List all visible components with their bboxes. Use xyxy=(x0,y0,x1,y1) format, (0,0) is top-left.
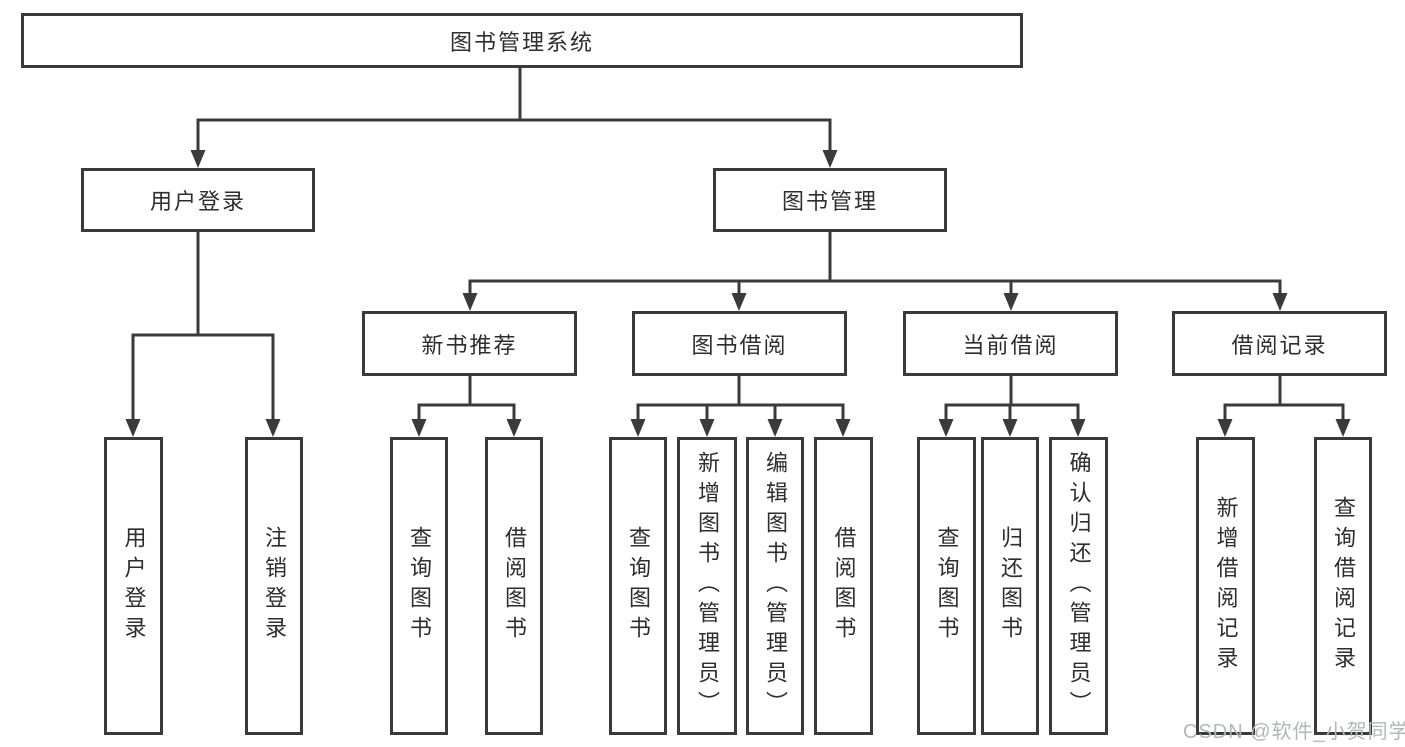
node-borrow-record: 借阅记录 xyxy=(1172,311,1387,376)
node-user-login-label: 用户登录 xyxy=(149,189,246,214)
node-borrow-record-label: 借阅记录 xyxy=(1231,332,1328,358)
node-current-borrow: 当前借阅 xyxy=(903,311,1118,376)
leaf-bb-query-book: 查询图书 xyxy=(609,437,667,735)
leaf-bb-borrow-book-label: 借阅图书 xyxy=(831,526,857,646)
leaf-br-add-record-label: 新增借阅记录 xyxy=(1213,496,1239,676)
node-new-book-recommend: 新书推荐 xyxy=(362,311,577,376)
leaf-bb-add-book-admin-label: 新增图书（管理员） xyxy=(695,451,720,721)
leaf-bb-borrow-book: 借阅图书 xyxy=(814,437,873,735)
leaf-cb-query-book: 查询图书 xyxy=(917,437,976,735)
leaf-nb-borrow-book: 借阅图书 xyxy=(485,437,543,735)
leaf-br-query-record: 查询借阅记录 xyxy=(1314,437,1372,735)
leaf-nb-query-book: 查询图书 xyxy=(390,437,448,735)
leaf-bb-add-book-admin: 新增图书（管理员） xyxy=(677,437,737,735)
leaf-cb-confirm-return-admin: 确认归还（管理员） xyxy=(1049,437,1108,735)
leaf-bb-edit-book-admin-label: 编辑图书（管理员） xyxy=(763,451,788,721)
leaf-logout: 注销登录 xyxy=(245,437,303,735)
leaf-nb-query-book-label: 查询图书 xyxy=(407,526,432,646)
node-user-login: 用户登录 xyxy=(81,168,315,232)
leaf-user-login-label: 用户登录 xyxy=(121,526,147,646)
node-book-management: 图书管理 xyxy=(713,168,947,232)
watermark-text: CSDN @软件_小贺同学 xyxy=(1183,721,1405,743)
node-new-book-recommend-label: 新书推荐 xyxy=(421,332,518,358)
leaf-cb-query-book-label: 查询图书 xyxy=(934,526,960,646)
leaf-br-query-record-label: 查询借阅记录 xyxy=(1331,496,1356,676)
node-book-borrow: 图书借阅 xyxy=(632,311,847,376)
leaf-cb-return-book: 归还图书 xyxy=(981,437,1039,735)
leaf-bb-edit-book-admin: 编辑图书（管理员） xyxy=(746,437,804,735)
leaf-cb-confirm-return-admin-label: 确认归还（管理员） xyxy=(1066,451,1092,721)
node-book-borrow-label: 图书借阅 xyxy=(691,332,788,358)
leaf-br-add-record: 新增借阅记录 xyxy=(1196,437,1255,735)
leaf-user-login: 用户登录 xyxy=(104,437,163,735)
node-current-borrow-label: 当前借阅 xyxy=(962,332,1059,358)
node-book-management-label: 图书管理 xyxy=(781,189,878,214)
leaf-bb-query-book-label: 查询图书 xyxy=(626,526,651,646)
leaf-cb-return-book-label: 归还图书 xyxy=(998,526,1023,646)
leaf-logout-label: 注销登录 xyxy=(262,526,287,646)
leaf-nb-borrow-book-label: 借阅图书 xyxy=(502,526,527,646)
node-root: 图书管理系统 xyxy=(21,13,1023,68)
node-root-label: 图书管理系统 xyxy=(449,29,594,55)
